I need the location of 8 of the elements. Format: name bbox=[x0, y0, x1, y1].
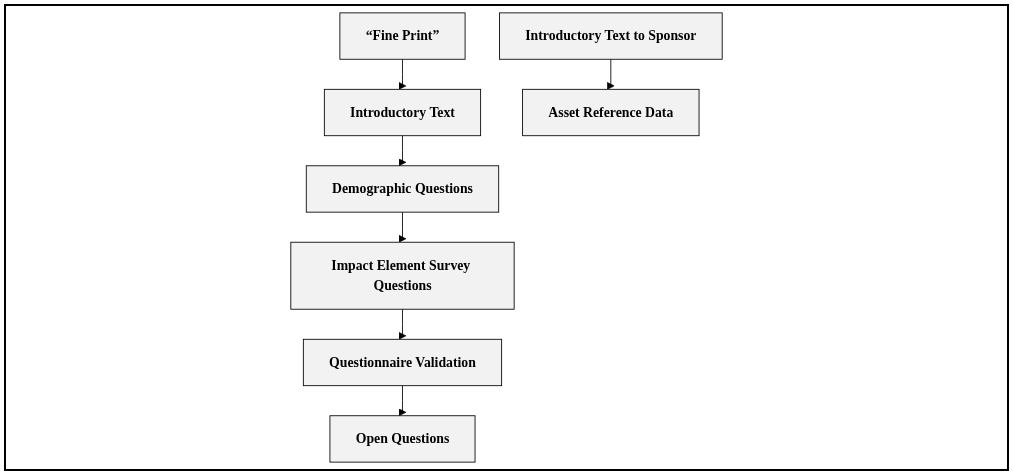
node-box: Asset Reference Data bbox=[522, 88, 700, 137]
node-box: Introductory Text bbox=[323, 88, 482, 137]
node-box: “Fine Print” bbox=[339, 12, 466, 60]
node-box: Open Questions bbox=[329, 415, 476, 463]
node-box: Impact Element Survey Questions bbox=[290, 241, 515, 310]
node-box: Introductory Text to Sponsor bbox=[499, 12, 723, 60]
node-box: Questionnaire Validation bbox=[302, 338, 503, 387]
node-box: Demographic Questions bbox=[305, 165, 500, 213]
